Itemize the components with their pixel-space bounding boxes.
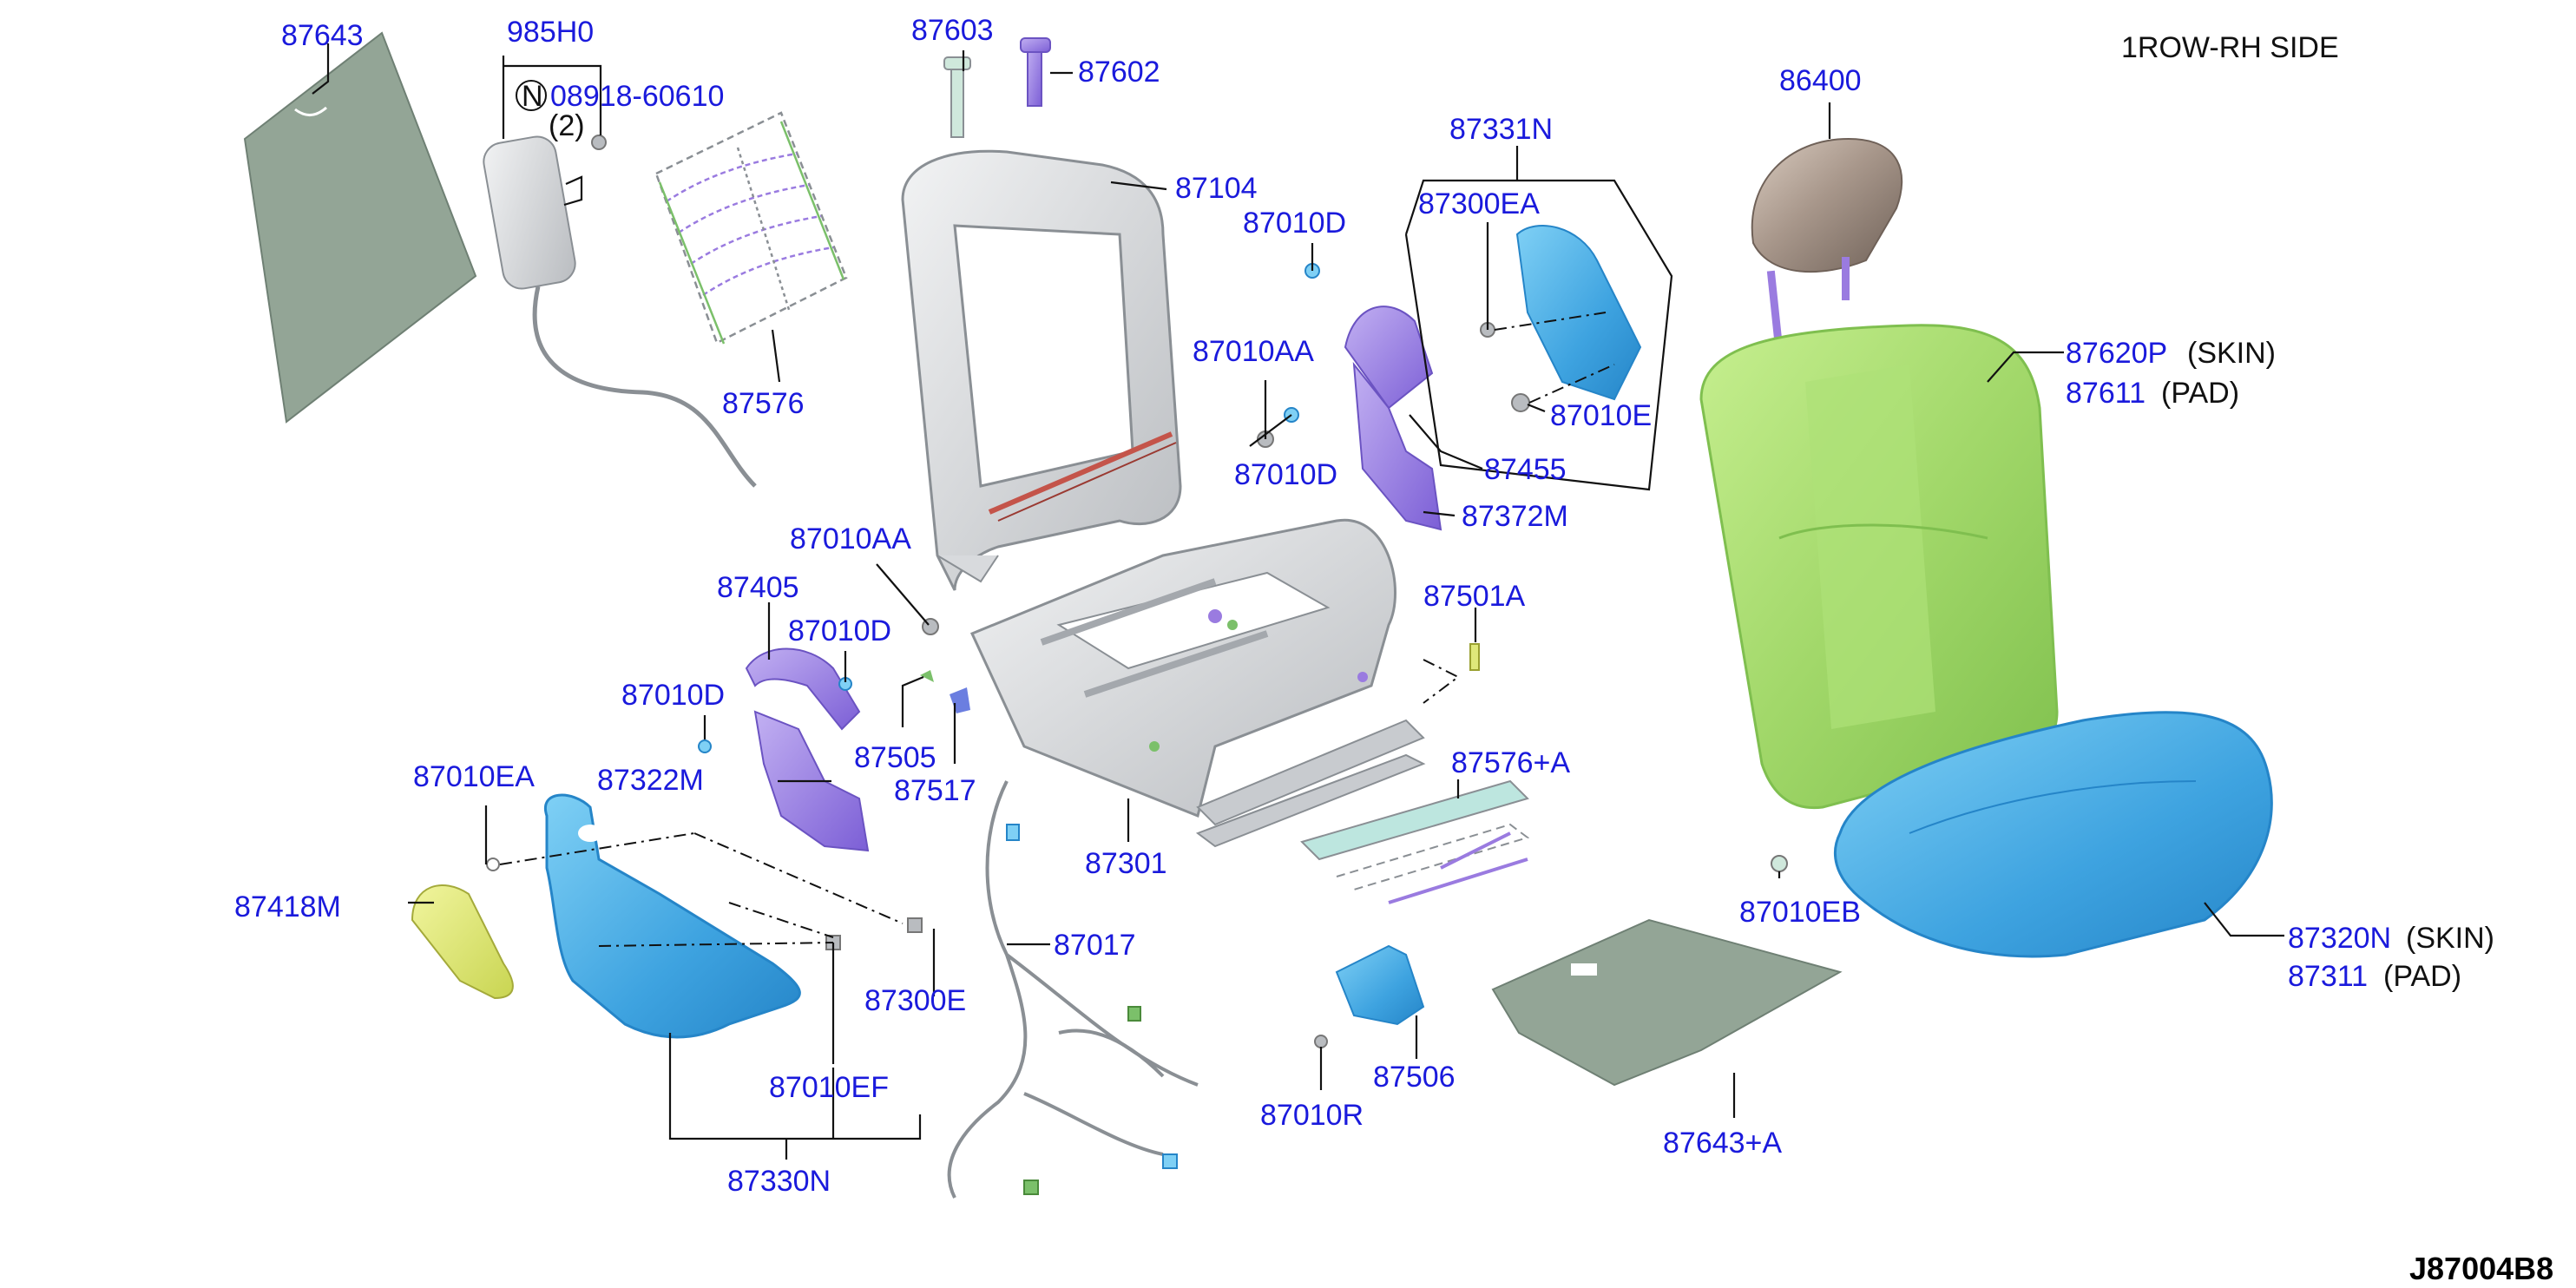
- label-87576A[interactable]: 87576+A: [1451, 746, 1570, 779]
- label-985H0[interactable]: 985H0: [507, 16, 594, 49]
- label-87010EF[interactable]: 87010EF: [769, 1071, 889, 1104]
- label-87320N[interactable]: 87320N: [2288, 922, 2391, 955]
- cushion-side-cover-shape: [411, 793, 923, 1039]
- circled-n-letter: N: [522, 80, 543, 113]
- label-87010D-lower-left[interactable]: 87010D: [621, 679, 725, 712]
- label-87010D-left[interactable]: 87010D: [788, 614, 891, 647]
- back-pad-shape: [1699, 324, 2059, 810]
- label-87010D-mid[interactable]: 87010D: [1234, 458, 1337, 491]
- label-87643A[interactable]: 87643+A: [1663, 1127, 1782, 1160]
- spring-mat-shape: [654, 111, 848, 345]
- label-87455[interactable]: 87455: [1484, 453, 1567, 486]
- label-87602[interactable]: 87602: [1078, 56, 1160, 89]
- label-87010AA-upper[interactable]: 87010AA: [1193, 335, 1314, 368]
- label-87010EA[interactable]: 87010EA: [413, 760, 535, 793]
- label-qty-2: (2): [549, 109, 585, 142]
- circled-n-icon: N: [516, 80, 547, 113]
- label-87620P[interactable]: 87620P: [2066, 337, 2167, 370]
- label-87301[interactable]: 87301: [1085, 847, 1167, 880]
- leader-lines: [312, 43, 2284, 1160]
- label-87611[interactable]: 87611: [2066, 377, 2146, 410]
- insulator-87643A-shape: [1491, 918, 1843, 1087]
- part-labels: 1ROW-RH SIDE J87004B8 87643 985H0 N 0891…: [234, 14, 2553, 1286]
- label-87418M[interactable]: 87418M: [234, 890, 341, 923]
- label-87104[interactable]: 87104: [1175, 172, 1258, 205]
- bolt-87603-shape: [943, 56, 971, 138]
- label-87331N[interactable]: 87331N: [1449, 113, 1553, 146]
- label-pad-cushion: (PAD): [2383, 960, 2461, 993]
- diagram-side-title: 1ROW-RH SIDE: [2121, 31, 2339, 64]
- label-08918-60610[interactable]: 08918-60610: [550, 80, 724, 113]
- label-87505[interactable]: 87505: [854, 741, 936, 774]
- label-pad-back: (PAD): [2161, 377, 2239, 410]
- label-87010D-upper[interactable]: 87010D: [1243, 207, 1346, 240]
- label-87017[interactable]: 87017: [1054, 929, 1136, 962]
- label-87506[interactable]: 87506: [1373, 1061, 1456, 1094]
- insulator-87643-shape: [243, 31, 477, 424]
- diagram-code: J87004B8: [2409, 1251, 2553, 1286]
- label-86400[interactable]: 86400: [1779, 64, 1862, 97]
- seat-frame-shape: [969, 518, 1426, 848]
- label-87517[interactable]: 87517: [894, 774, 976, 807]
- label-87300EA[interactable]: 87300EA: [1418, 187, 1540, 220]
- label-87372M[interactable]: 87372M: [1462, 500, 1568, 533]
- harness-87017-shape: [947, 780, 1199, 1199]
- label-87322M[interactable]: 87322M: [597, 764, 704, 797]
- label-87010R[interactable]: 87010R: [1260, 1099, 1364, 1132]
- label-87330N[interactable]: 87330N: [727, 1165, 831, 1198]
- label-87010E[interactable]: 87010E: [1550, 399, 1652, 432]
- label-87311[interactable]: 87311: [2288, 960, 2368, 993]
- label-87603[interactable]: 87603: [911, 14, 994, 47]
- label-87010EB[interactable]: 87010EB: [1739, 896, 1861, 929]
- label-87501A[interactable]: 87501A: [1423, 580, 1526, 613]
- label-87010AA-lower[interactable]: 87010AA: [790, 522, 911, 555]
- back-cover-kit-box: [1404, 179, 1673, 491]
- headrest-shape: [1751, 137, 1903, 341]
- label-87576[interactable]: 87576: [722, 387, 805, 420]
- label-87643[interactable]: 87643: [281, 19, 364, 52]
- label-skin-back: (SKIN): [2187, 337, 2276, 370]
- sensor-mat-shape: [1300, 779, 1530, 904]
- cushion-shape: [1771, 711, 2273, 958]
- label-skin-cushion: (SKIN): [2406, 922, 2494, 955]
- back-frame-shape: [901, 149, 1182, 591]
- label-87405[interactable]: 87405: [717, 571, 799, 604]
- airbag-module-shape: [483, 135, 757, 488]
- label-87300E[interactable]: 87300E: [864, 984, 966, 1017]
- bracket-87506-shape: [1314, 944, 1425, 1048]
- bolt-87602-shape: [1020, 37, 1051, 107]
